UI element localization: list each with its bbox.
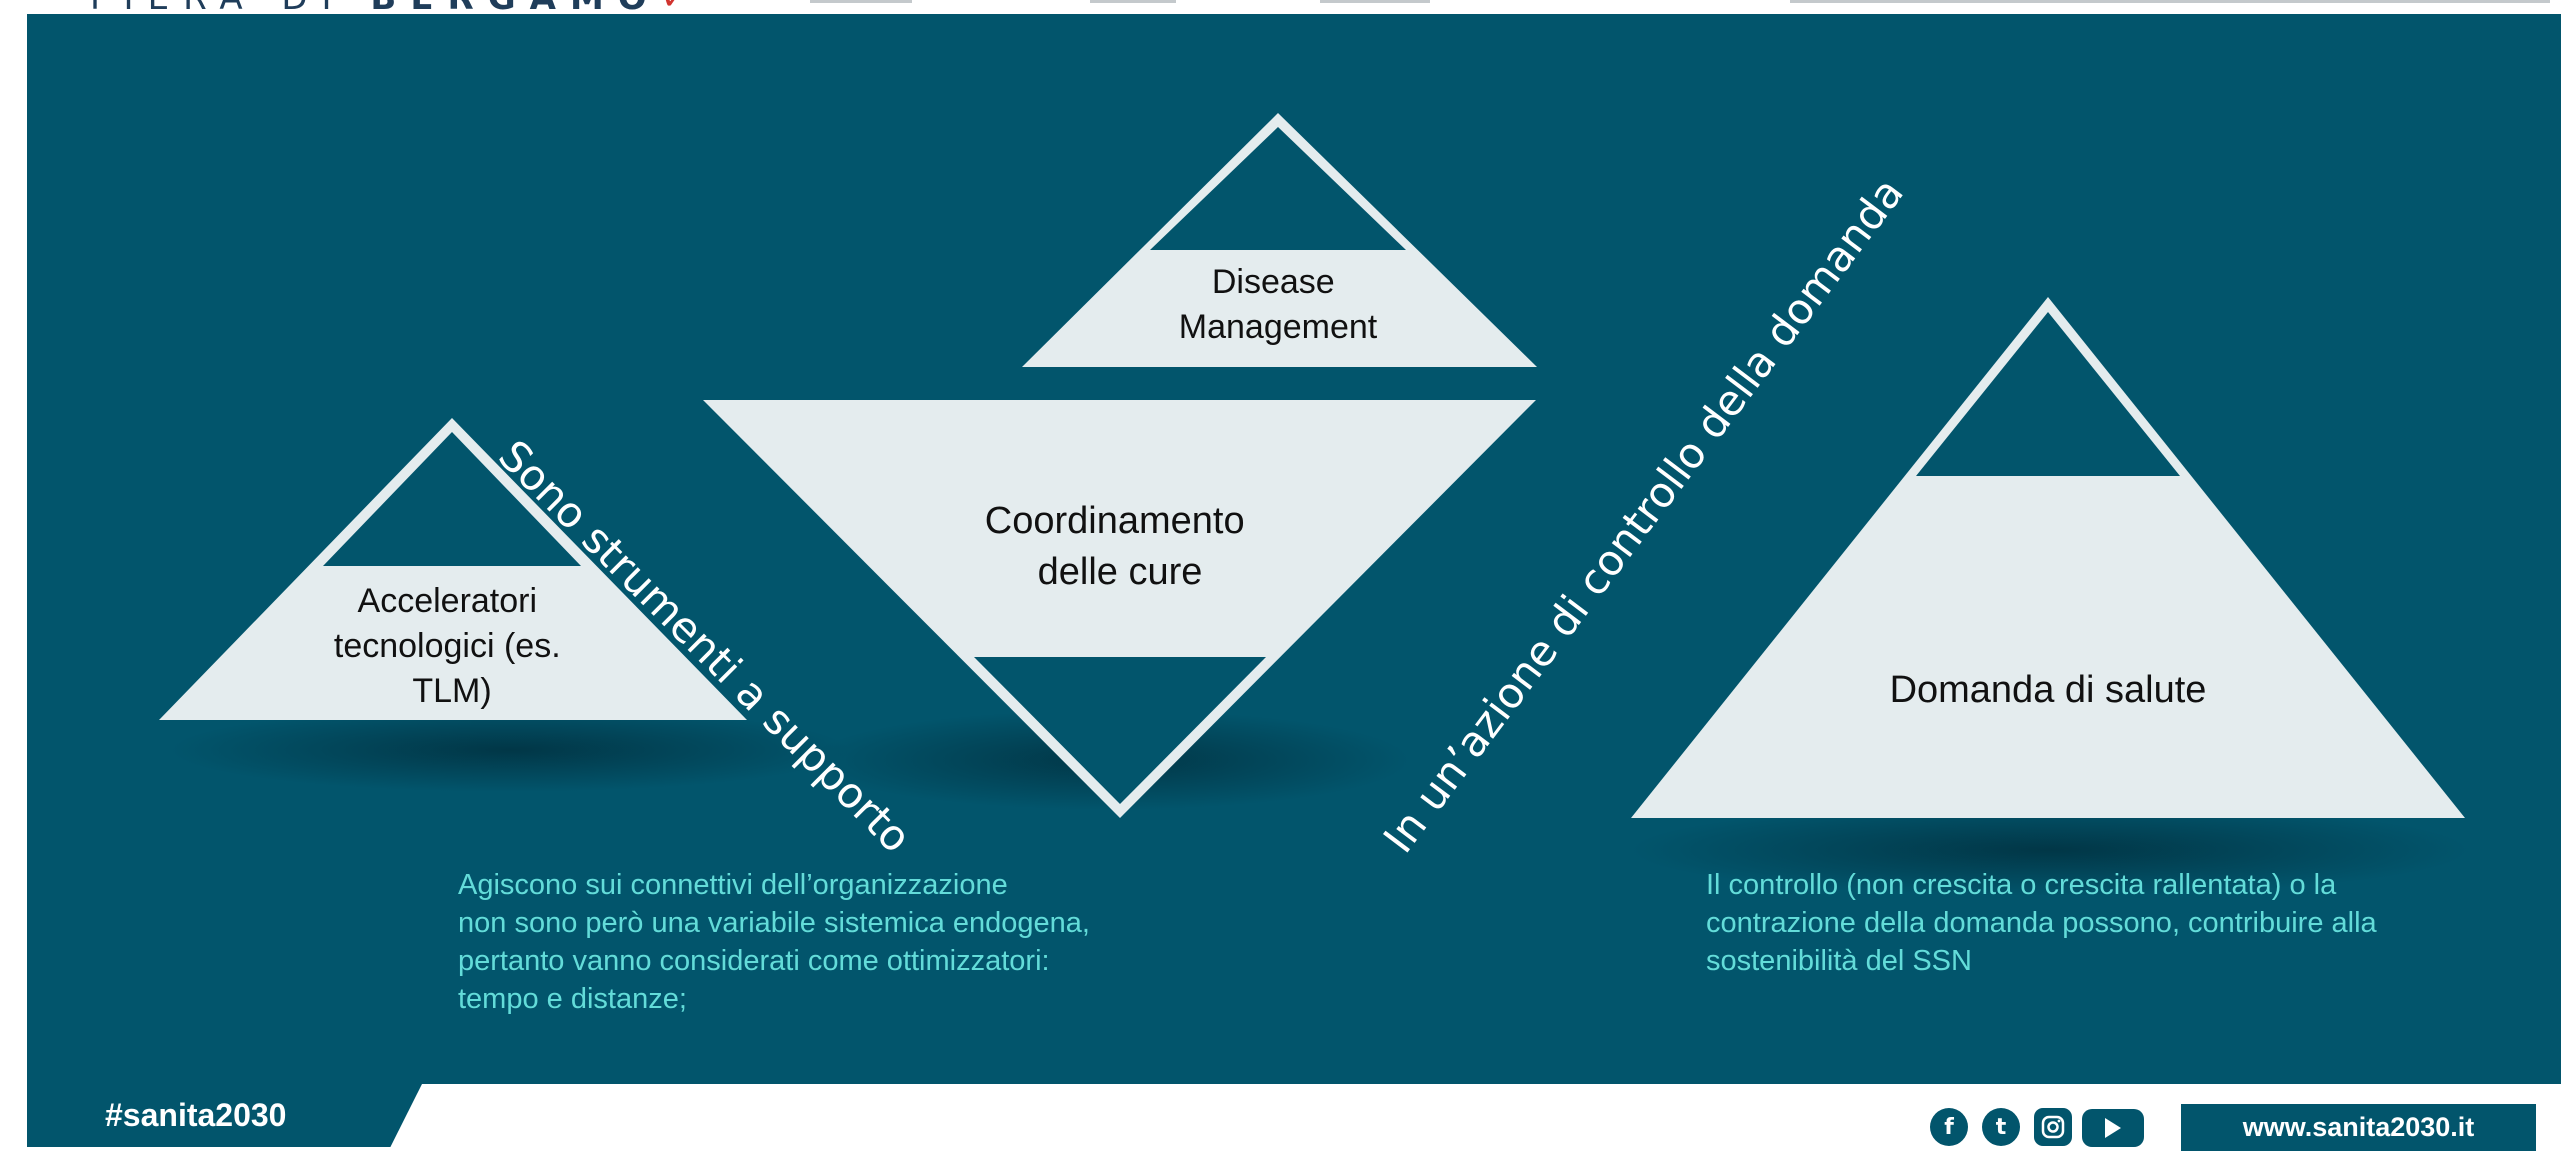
instagram-glyph — [2041, 1115, 2065, 1139]
top-pyramid-tip — [1150, 127, 1406, 250]
logo-bold-text: BERGAMO — [370, 0, 660, 14]
header-strip-tab — [1320, 0, 1430, 3]
right-pyramid-shadow — [1630, 804, 2470, 896]
top-pyramid: Disease Management — [1022, 113, 1537, 367]
inverted-pyramid-label: Coordinamento delle cure — [985, 500, 1255, 593]
inverted-pyramid-body — [703, 400, 1536, 818]
left-pyramid-tip — [323, 432, 581, 566]
left-pyramid-body — [159, 418, 747, 720]
right-pyramid-label: Domanda di salute — [1890, 669, 2207, 711]
header-strip-tab — [810, 0, 912, 3]
logo-light-text: FIERA DI — [90, 0, 346, 14]
hashtag-label: #sanita2030 — [105, 1097, 287, 1133]
caption-left-line: pertanto vanno considerati come ottimizz… — [458, 945, 1050, 977]
inverted-pyramid-tip — [974, 657, 1266, 804]
left-pyramid-label: Acceleratori tecnologici (es. TLM) — [334, 582, 570, 710]
left-pyramid: Acceleratori tecnologici (es. TLM) — [159, 418, 747, 720]
twitter-icon[interactable]: t — [1982, 1108, 2020, 1146]
instagram-icon[interactable] — [2034, 1108, 2072, 1146]
header-strip-tab — [1090, 0, 1176, 3]
inverted-pyramid: Coordinamento delle cure — [703, 400, 1536, 818]
facebook-icon[interactable]: f — [1930, 1108, 1968, 1146]
top-pyramid-label: Disease Management — [1179, 263, 1378, 346]
caption-right-line: Il controllo (non crescita o crescita ra… — [1706, 869, 2337, 901]
right-pyramid: Domanda di salute — [1631, 297, 2465, 818]
right-pyramid-body — [1631, 297, 2465, 818]
caption-left: Agiscono sui connettivi dell’organizzazi… — [458, 866, 1090, 1018]
website-link[interactable]: www.sanita2030.it — [2181, 1104, 2536, 1151]
top-header-strip: FIERA DI BERGAMO✓ — [0, 0, 2561, 14]
caption-left-line: tempo e distanze; — [458, 983, 687, 1015]
hashtag-band — [27, 1084, 422, 1147]
logo-mark-icon: ✓ — [661, 0, 690, 14]
left-pyramid-shadow — [170, 708, 850, 792]
fiera-di-bergamo-logo: FIERA DI BERGAMO✓ — [90, 0, 689, 14]
caption-right-line: sostenibilità del SSN — [1706, 945, 1972, 977]
caption-right: Il controllo (non crescita o crescita ra… — [1706, 866, 2377, 980]
youtube-icon[interactable] — [2082, 1109, 2144, 1147]
caption-left-line: non sono però una variabile sistemica en… — [458, 907, 1090, 939]
caption-left-line: Agiscono sui connettivi dell’organizzazi… — [458, 869, 1008, 901]
caption-right-line: contrazione della domanda possono, contr… — [1706, 907, 2377, 939]
right-pyramid-tip — [1916, 312, 2180, 476]
header-strip-tab — [1790, 0, 2550, 3]
